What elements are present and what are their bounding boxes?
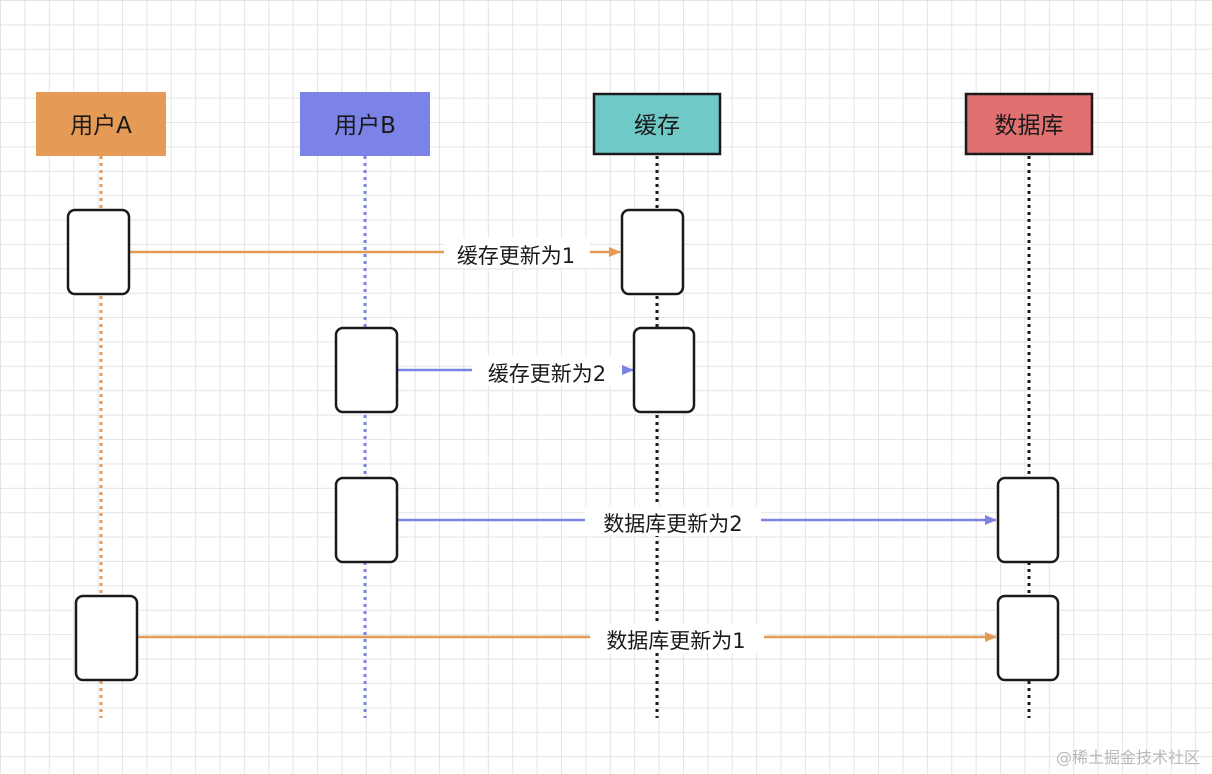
activation-box-user-b-2 [334, 476, 399, 564]
activation-box-cache-2 [632, 326, 696, 414]
message-2: 缓存更新为2 [397, 356, 634, 386]
participant-label: 缓存 [634, 113, 680, 139]
message-label-bg [472, 356, 622, 386]
message-label-bg [444, 238, 590, 268]
activation-box-db-2 [996, 594, 1060, 682]
participant-label: 用户A [70, 113, 132, 139]
message-label-bg [590, 623, 764, 653]
participant-label: 数据库 [995, 113, 1064, 139]
message-label: 数据库更新为2 [603, 512, 742, 536]
participant-db[interactable]: 数据库 [964, 92, 1094, 156]
activation-box-user-a-2 [74, 594, 139, 682]
message-label: 缓存更新为2 [488, 362, 606, 386]
activation-box-user-b-1 [334, 326, 399, 414]
message-label-bg [585, 506, 761, 536]
message-label: 缓存更新为1 [457, 244, 575, 268]
message-3: 数据库更新为2 [397, 506, 997, 536]
participant-user-b[interactable]: 用户B [300, 92, 430, 156]
activation-box-db-1 [996, 476, 1060, 564]
participant-cache[interactable]: 缓存 [592, 92, 722, 156]
activation-box-user-a-1 [66, 208, 131, 296]
activation-box-cache-1 [620, 208, 685, 296]
participant-label: 用户B [334, 113, 396, 139]
participant-user-a[interactable]: 用户A [36, 92, 166, 156]
message-1: 缓存更新为1 [129, 238, 621, 268]
message-label: 数据库更新为1 [606, 629, 745, 653]
watermark-text: @稀土掘金技术社区 [1055, 748, 1200, 767]
message-4: 数据库更新为1 [137, 623, 997, 653]
